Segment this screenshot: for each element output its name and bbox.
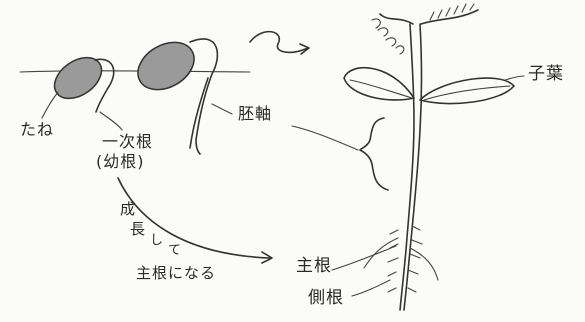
label-grows-4: て	[168, 244, 182, 257]
seed-leader	[42, 92, 58, 118]
seed-1	[47, 49, 114, 112]
lateral-root-leader	[352, 280, 390, 296]
growth-arrow	[118, 178, 270, 258]
label-grows-3: し	[150, 234, 164, 247]
label-grows-1: 成	[120, 202, 136, 217]
label-lateral-root: 側根	[308, 290, 344, 307]
hypocotyl-bracket	[360, 118, 388, 190]
curl-arrow	[250, 32, 308, 53]
main-root-leader	[332, 246, 396, 270]
soil-line	[20, 71, 250, 72]
cotyledon-leader	[505, 76, 524, 80]
label-becomes-main-root: 主根になる	[136, 266, 216, 281]
label-cotyledon: 子葉	[528, 66, 564, 83]
label-radicle: (幼根)	[96, 154, 145, 170]
label-hypocotyl: 胚軸	[238, 106, 272, 122]
label-grows-2: 長	[130, 222, 146, 237]
primary-root-leader	[100, 112, 122, 130]
hypocotyl-leader	[212, 104, 232, 114]
label-main-root: 主根	[296, 258, 332, 275]
hypocotyl-bracket-leader	[292, 126, 358, 150]
label-seed: たね	[20, 122, 54, 138]
label-primary-root: 一次根	[102, 134, 153, 150]
